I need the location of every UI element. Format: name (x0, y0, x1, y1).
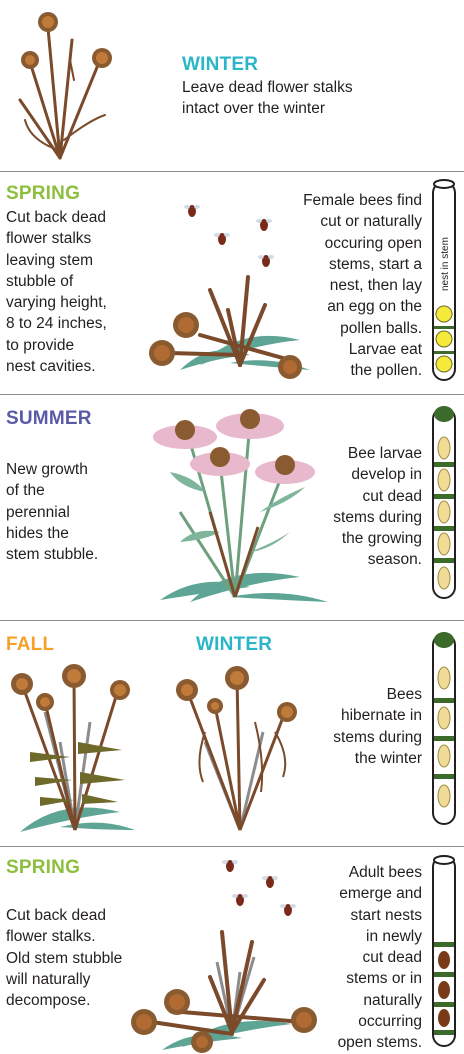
nest-tube-icon: nest in stem (430, 176, 458, 386)
summer-right-line: stems during (333, 507, 422, 528)
spring1-left-line: stubble of (6, 271, 107, 292)
tube-label: nest in stem (440, 237, 451, 291)
summer-right-line: the growing (333, 528, 422, 549)
spring-cut-stalks-illustration (140, 195, 320, 385)
spring1-left-line: leaving stem (6, 250, 107, 271)
spring2-right-line: cut dead (338, 947, 422, 968)
spring1-right-line: cut or naturally (303, 211, 422, 232)
spring2-right-line: naturally (338, 990, 422, 1011)
divider-4 (0, 846, 464, 847)
winter-line-2: intact over the winter (182, 98, 353, 119)
divider-1 (0, 171, 464, 172)
spring1-right-text: Female bees find cut or naturally occuri… (303, 190, 422, 382)
spring1-right-line: Female bees find (303, 190, 422, 211)
seedhead-icon (149, 312, 302, 379)
seedhead-icon (21, 12, 112, 69)
fall-title: FALL (6, 634, 54, 656)
summer-right-line: cut dead (333, 486, 422, 507)
spring2-right-line: occurring (338, 1011, 422, 1032)
spring2-left-line: Old stem stubble (6, 948, 122, 969)
spring1-right-line: the pollen. (303, 360, 422, 381)
spring2-left-line: will naturally (6, 969, 122, 990)
fall-winter-right-text: Bees hibernate in stems during the winte… (333, 684, 422, 769)
spring1-right-line: occuring open (303, 233, 422, 254)
spring1-left-line: to provide (6, 335, 107, 356)
fall-winter-right-line: stems during (333, 727, 422, 748)
spring2-right-line: in newly (338, 926, 422, 947)
spring1-left-line: varying height, (6, 292, 107, 313)
winter-title-top: WINTER (182, 54, 258, 76)
spring2-right-line: emerge and (338, 883, 422, 904)
fall-plant-illustration (0, 662, 140, 837)
fall-winter-right-line: the winter (333, 748, 422, 769)
winter-description: Leave dead flower stalks intact over the… (182, 77, 353, 120)
spring2-left-text: Cut back dead flower stalks. Old stem st… (6, 905, 122, 1011)
spring-title-1: SPRING (6, 183, 80, 205)
spring1-right-line: pollen balls. (303, 318, 422, 339)
spring2-right-line: open stems. (338, 1032, 422, 1053)
spring2-left-line: Cut back dead (6, 905, 122, 926)
summer-coneflower-illustration (150, 402, 330, 612)
spring1-left-line: Cut back dead (6, 207, 107, 228)
nest-tube-icon (430, 628, 458, 828)
summer-right-text: Bee larvae develop in cut dead stems dur… (333, 443, 422, 571)
bee-pupa-icon (438, 951, 450, 1027)
winter-plant-illustration-2 (165, 662, 305, 837)
divider-2 (0, 394, 464, 395)
spring1-right-line: stems, start a (303, 254, 422, 275)
coneflower-icon (153, 409, 315, 484)
summer-left-line: stem stubble. (6, 544, 98, 565)
summer-right-line: season. (333, 549, 422, 570)
spring1-right-line: an egg on the (303, 296, 422, 317)
spring2-right-line: Adult bees (338, 862, 422, 883)
fall-winter-right-line: Bees (333, 684, 422, 705)
divider-3 (0, 620, 464, 621)
spring2-right-line: stems or in (338, 968, 422, 989)
pollen-ball-icon (436, 306, 452, 372)
summer-left-line: hides the (6, 523, 98, 544)
spring-emergence-illustration (122, 852, 322, 1052)
winter-title-2: WINTER (196, 634, 272, 656)
nest-tube-icon (430, 850, 458, 1050)
summer-right-line: Bee larvae (333, 443, 422, 464)
summer-left-line: New growth (6, 459, 98, 480)
spring1-left-line: nest cavities. (6, 356, 107, 377)
spring1-right-line: Larvae eat (303, 339, 422, 360)
spring2-left-line: decompose. (6, 990, 122, 1011)
spring1-left-text: Cut back dead flower stalks leaving stem… (6, 207, 107, 377)
nest-tube-icon (430, 402, 458, 602)
summer-left-line: perennial (6, 502, 98, 523)
spring1-right-line: nest, then lay (303, 275, 422, 296)
spring-title-2: SPRING (6, 857, 80, 879)
spring1-left-line: flower stalks (6, 228, 107, 249)
winter-plant-illustration (0, 0, 120, 160)
spring2-right-text: Adult bees emerge and start nests in new… (338, 862, 422, 1054)
summer-left-text: New growth of the perennial hides the st… (6, 459, 98, 565)
spring2-right-line: start nests (338, 905, 422, 926)
winter-line-1: Leave dead flower stalks (182, 77, 353, 98)
summer-right-line: develop in (333, 464, 422, 485)
summer-left-line: of the (6, 480, 98, 501)
fall-winter-right-line: hibernate in (333, 705, 422, 726)
spring2-left-line: flower stalks. (6, 926, 122, 947)
summer-title: SUMMER (6, 408, 92, 430)
spring1-left-line: 8 to 24 inches, (6, 313, 107, 334)
